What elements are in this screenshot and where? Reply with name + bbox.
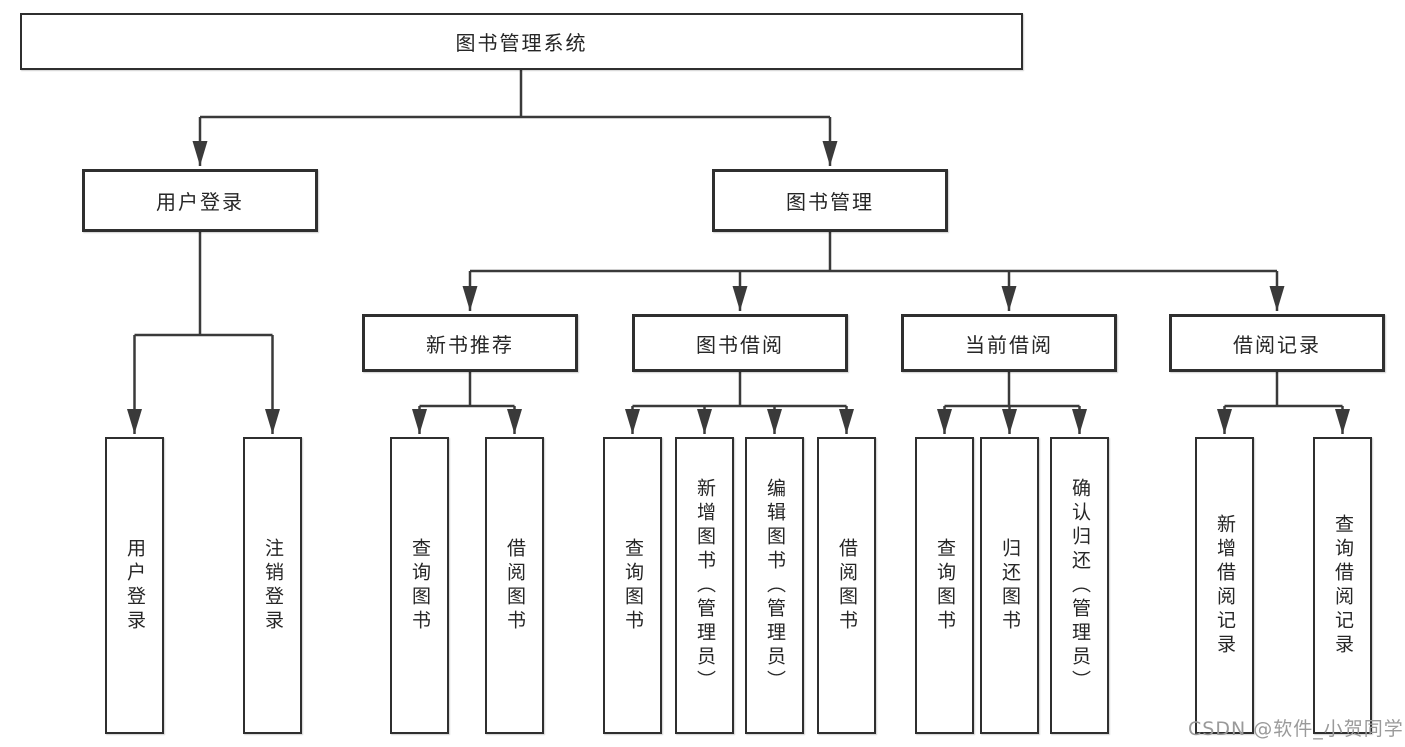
leaf-label: 新增借阅记录 bbox=[1214, 513, 1236, 658]
leaf-label: 归还图书 bbox=[999, 537, 1021, 634]
leaf-label: 借阅图书 bbox=[504, 537, 526, 634]
leaf-label: 用户登录 bbox=[124, 537, 146, 634]
leaf-label: 新增图书（管理员） bbox=[694, 477, 716, 694]
leaf-label: 查询图书 bbox=[622, 537, 644, 634]
leaf-label: 查询借阅记录 bbox=[1332, 513, 1354, 658]
leaf-label: 编辑图书（管理员） bbox=[764, 477, 786, 694]
node-label: 当前借阅 bbox=[965, 332, 1053, 357]
node-user-login: 用户登录 bbox=[82, 169, 318, 232]
node-library-management-system: 图书管理系统 bbox=[20, 13, 1023, 70]
node-label: 新书推荐 bbox=[426, 332, 514, 357]
leaf-label: 查询图书 bbox=[934, 537, 956, 634]
node-label: 用户登录 bbox=[156, 190, 244, 214]
leaf-label: 确认归还（管理员） bbox=[1069, 477, 1091, 694]
leaf-add-book-admin: 新增图书（管理员） bbox=[675, 437, 734, 734]
leaf-edit-book-admin: 编辑图书（管理员） bbox=[745, 437, 804, 734]
node-label: 借阅记录 bbox=[1233, 332, 1321, 357]
leaf-add-borrow-record: 新增借阅记录 bbox=[1195, 437, 1254, 734]
node-current-borrowing: 当前借阅 bbox=[901, 314, 1117, 372]
leaf-label: 注销登录 bbox=[262, 537, 284, 634]
leaf-confirm-return-admin: 确认归还（管理员） bbox=[1050, 437, 1109, 734]
node-label: 图书借阅 bbox=[696, 332, 784, 357]
node-book-borrowing: 图书借阅 bbox=[632, 314, 848, 372]
leaf-query-books: 查询图书 bbox=[390, 437, 449, 734]
leaf-label: 查询图书 bbox=[409, 537, 431, 634]
node-borrowing-records: 借阅记录 bbox=[1169, 314, 1385, 372]
leaf-return-books: 归还图书 bbox=[980, 437, 1039, 734]
leaf-logout: 注销登录 bbox=[243, 437, 302, 734]
leaf-query-books: 查询图书 bbox=[603, 437, 662, 734]
watermark: CSDN @软件_小贺同学 bbox=[1188, 718, 1404, 740]
leaf-borrow-books: 借阅图书 bbox=[485, 437, 544, 734]
leaf-query-borrow-record: 查询借阅记录 bbox=[1313, 437, 1372, 734]
leaf-borrow-books: 借阅图书 bbox=[817, 437, 876, 734]
node-book-management: 图书管理 bbox=[712, 169, 948, 232]
leaf-query-books: 查询图书 bbox=[915, 437, 974, 734]
leaf-user-login: 用户登录 bbox=[105, 437, 164, 734]
node-label: 图书管理系统 bbox=[455, 31, 588, 55]
leaf-label: 借阅图书 bbox=[836, 537, 858, 634]
node-new-book-recommendation: 新书推荐 bbox=[362, 314, 578, 372]
node-label: 图书管理 bbox=[786, 190, 874, 214]
